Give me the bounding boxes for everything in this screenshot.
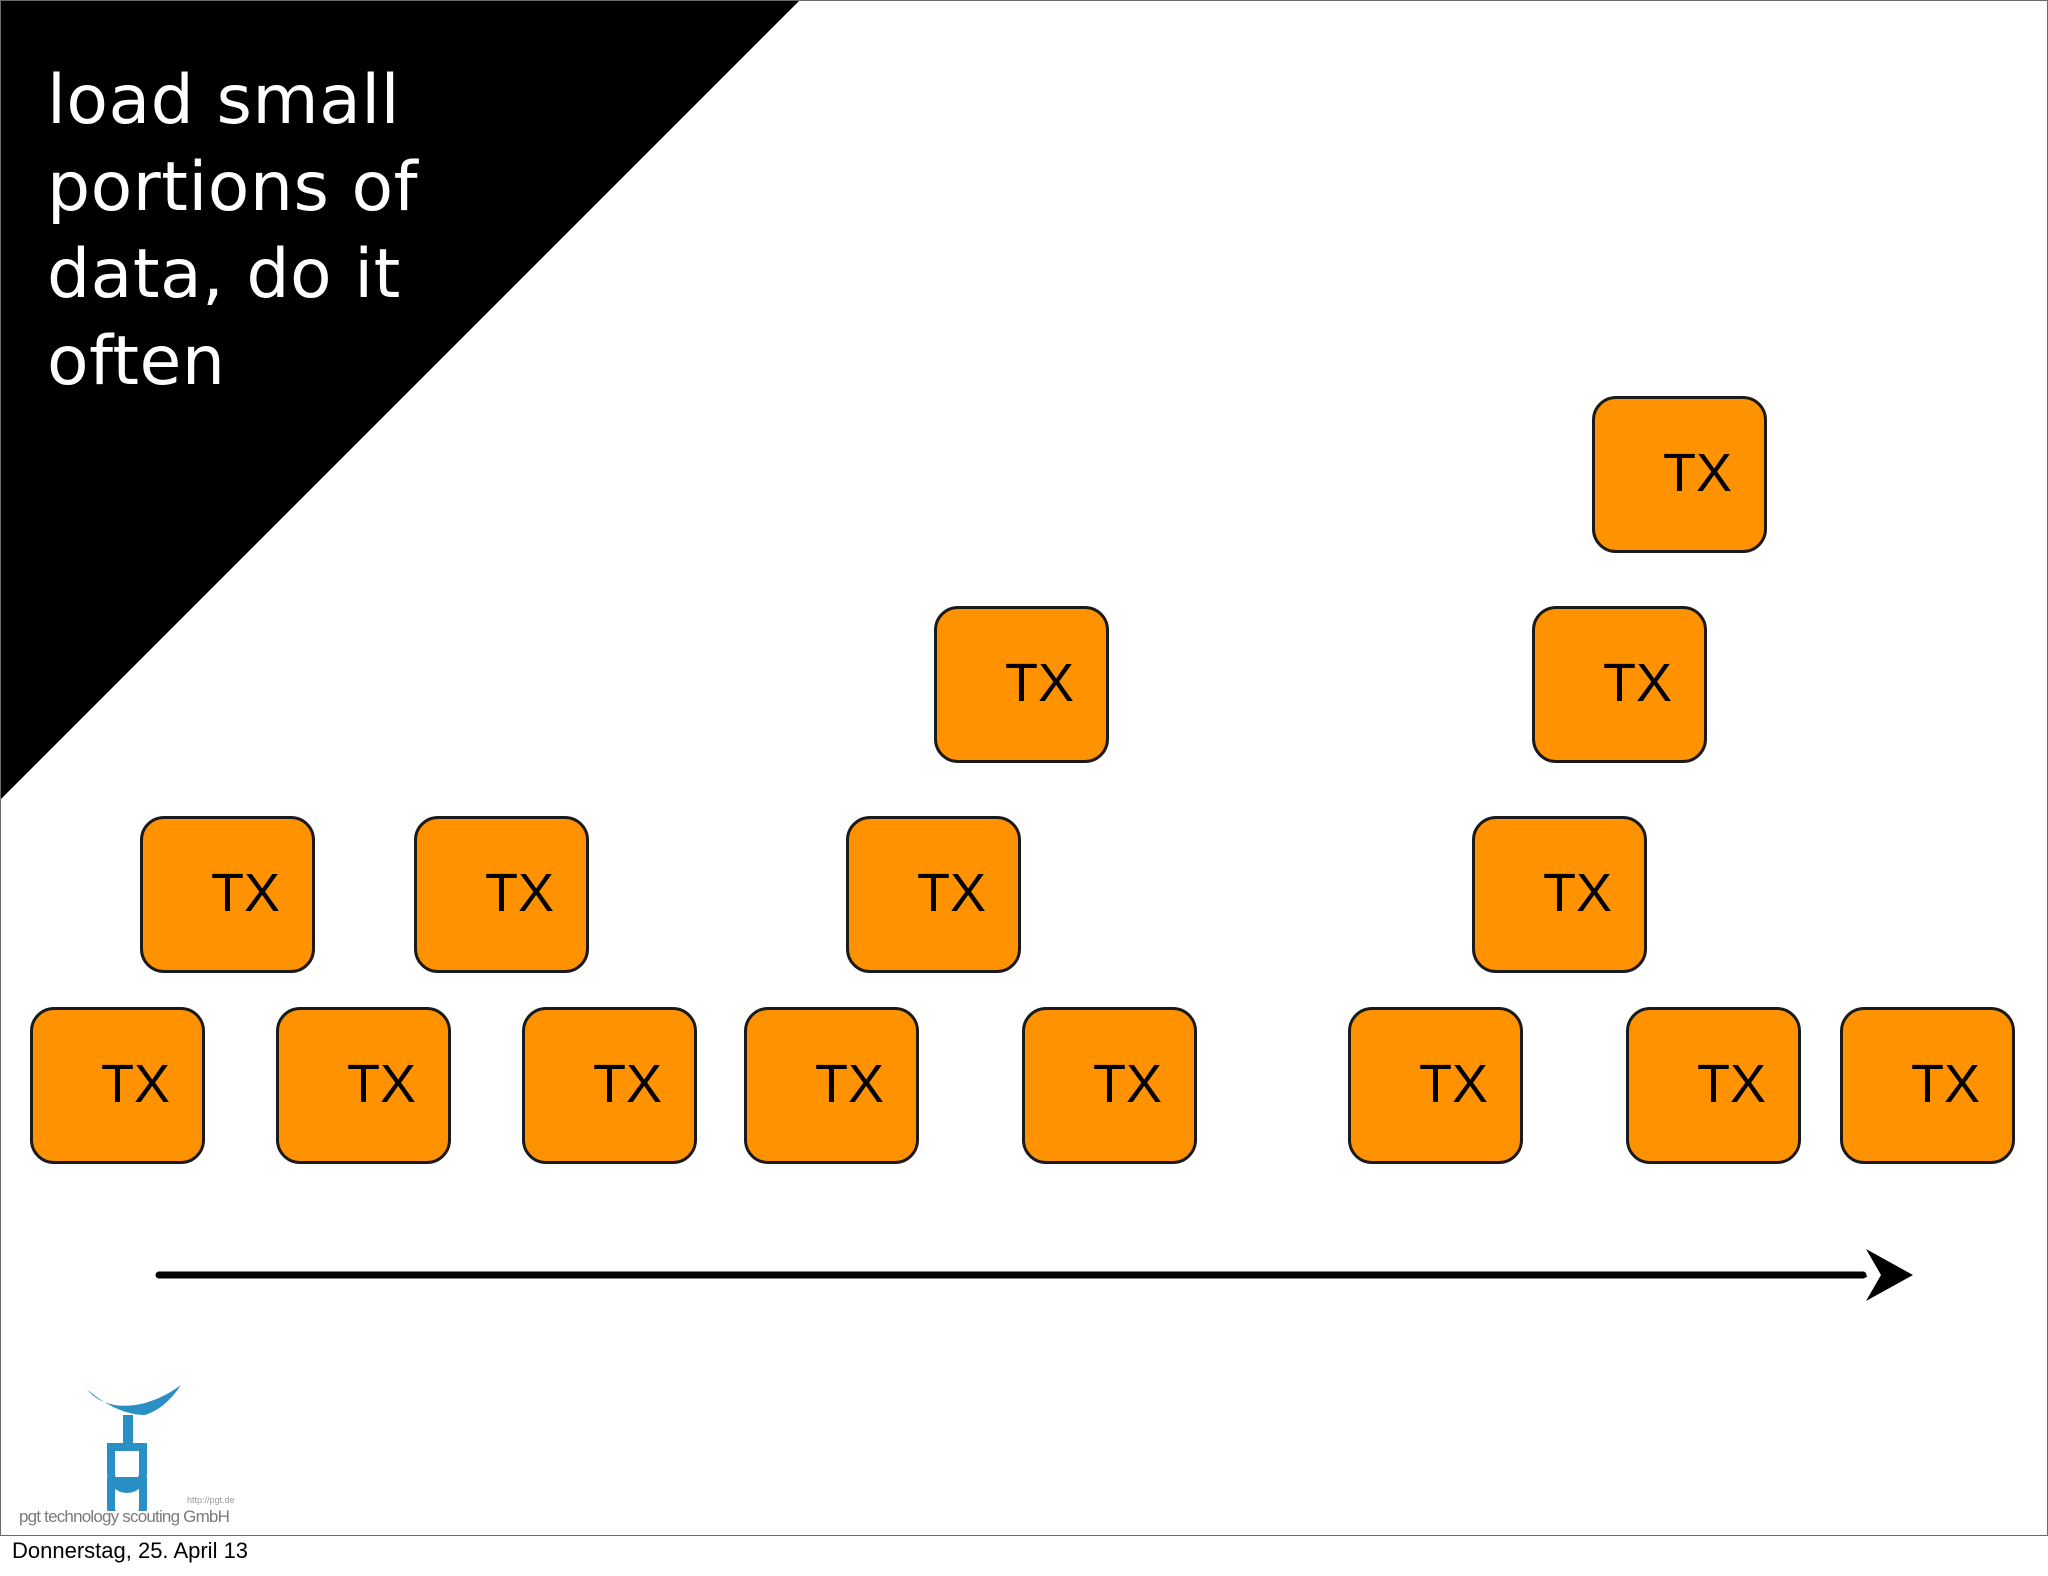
tx-block: TX (1022, 1007, 1197, 1164)
pgt-logo: http://pgt.de pgt technology scouting Gm… (13, 1381, 253, 1531)
tx-block: TX (522, 1007, 697, 1164)
logo-url: http://pgt.de (187, 1495, 235, 1505)
tx-block: TX (744, 1007, 919, 1164)
footer-date: Donnerstag, 25. April 13 (12, 1538, 249, 1563)
tx-label: TX (814, 1054, 884, 1114)
tx-label: TX (484, 863, 554, 923)
corner-triangle (1, 1, 799, 799)
tx-label: TX (346, 1054, 416, 1114)
logo-brand: pgt technology scouting GmbH (19, 1507, 230, 1526)
tx-label: TX (100, 1054, 170, 1114)
timeline-arrow (155, 1249, 1913, 1301)
tx-block: TX (1840, 1007, 2015, 1164)
slide-title: load small portions of data, do it often (47, 61, 419, 401)
pgt-logo-mark (87, 1385, 181, 1511)
tx-label: TX (210, 863, 280, 923)
tx-block: TX (1348, 1007, 1523, 1164)
tx-block: TX (1532, 606, 1707, 763)
tx-label: TX (1092, 1054, 1162, 1114)
tx-block: TX (1592, 396, 1767, 553)
tx-label: TX (1004, 653, 1074, 713)
tx-label: TX (1542, 863, 1612, 923)
slide: load small portions of data, do it often… (0, 0, 2048, 1536)
tx-label: TX (592, 1054, 662, 1114)
tx-label: TX (1418, 1054, 1488, 1114)
tx-block: TX (846, 816, 1021, 973)
tx-label: TX (1602, 653, 1672, 713)
tx-label: TX (916, 863, 986, 923)
tx-label: TX (1662, 443, 1732, 503)
tx-block: TX (1626, 1007, 1801, 1164)
tx-block: TX (276, 1007, 451, 1164)
tx-block: TX (1472, 816, 1647, 973)
tx-block: TX (934, 606, 1109, 763)
tx-block: TX (414, 816, 589, 973)
tx-block: TX (30, 1007, 205, 1164)
tx-block: TX (140, 816, 315, 973)
tx-label: TX (1696, 1054, 1766, 1114)
tx-label: TX (1910, 1054, 1980, 1114)
